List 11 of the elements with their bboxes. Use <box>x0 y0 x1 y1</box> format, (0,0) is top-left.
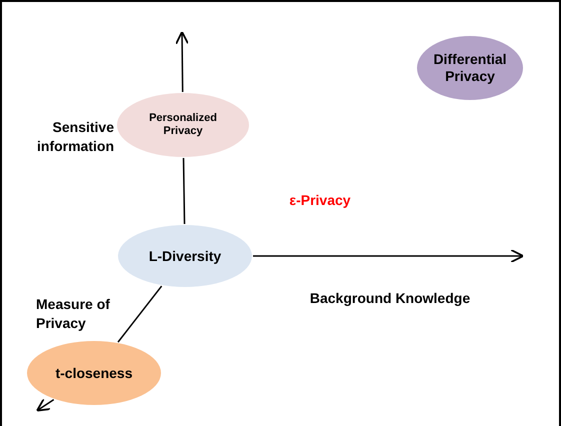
node-label: L-Diversity <box>148 248 222 264</box>
axis-label: Background Knowledge <box>308 289 472 308</box>
axis-label: Measure of Privacy <box>36 295 111 333</box>
node-label: Personalized Privacy <box>148 112 218 138</box>
arrow <box>36 398 54 412</box>
node-label: t-closeness <box>54 364 134 382</box>
axis-label: ε-Privacy <box>288 191 352 210</box>
node-label: Differential Privacy <box>432 51 508 85</box>
axis-label: Sensitive information <box>36 118 114 156</box>
arrow <box>175 30 190 92</box>
arrow <box>253 249 524 263</box>
